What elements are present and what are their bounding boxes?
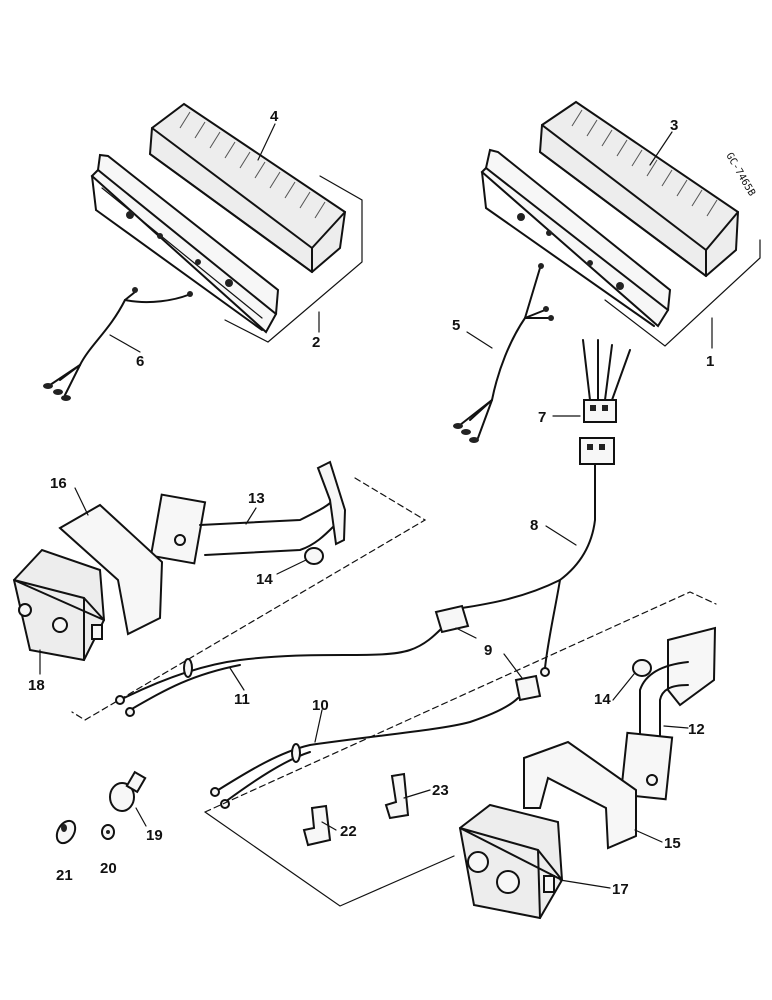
rear-lamp-17 <box>458 803 564 920</box>
callout-12: 12 <box>688 721 705 738</box>
bracket-assembly-right <box>204 591 717 920</box>
clip-22 <box>302 804 332 847</box>
bulb-19 <box>109 770 147 812</box>
callout-7: 7 <box>538 409 546 426</box>
callout-4: 4 <box>270 108 279 125</box>
wire-harness-8 <box>461 463 596 677</box>
lamp-lens-right <box>538 100 740 278</box>
callout-21: 21 <box>56 867 73 884</box>
callout-23: 23 <box>432 782 449 799</box>
callout-8: 8 <box>530 517 538 534</box>
lamp-housing-right <box>480 148 672 328</box>
lamp-cover-15 <box>523 740 637 850</box>
lamp-cover-16 <box>58 503 164 636</box>
mounting-bracket-12 <box>619 626 717 801</box>
bulb-21 <box>55 819 77 845</box>
callout-2: 2 <box>312 334 320 351</box>
wire-harness-10 <box>210 697 519 809</box>
callout-9: 9 <box>484 642 492 659</box>
callout-14-left: 14 <box>256 571 273 588</box>
lamp-housing-left <box>90 153 280 334</box>
clip-23 <box>384 772 410 820</box>
wire-harness-6 <box>43 287 193 401</box>
connector-9a <box>434 604 470 634</box>
lamp-lens-left <box>148 102 347 274</box>
callout-14-right: 14 <box>594 691 611 708</box>
callout-15: 15 <box>664 835 681 852</box>
callout-22: 22 <box>340 823 357 840</box>
nut-14-right <box>632 659 652 677</box>
callout-17: 17 <box>612 881 629 898</box>
callout-11: 11 <box>234 691 250 708</box>
callout-10: 10 <box>312 697 329 714</box>
callout-18: 18 <box>28 677 45 694</box>
bracket-assembly-left <box>12 460 427 721</box>
connector-9b <box>514 674 542 702</box>
lamp-assembly-left <box>43 102 363 401</box>
mounting-bracket-13 <box>149 460 347 565</box>
nut-14-left <box>304 547 324 565</box>
connector-7 <box>579 339 631 465</box>
callout-1: 1 <box>706 353 714 370</box>
wire-harness-5 <box>453 263 554 443</box>
wire-harness-11 <box>115 627 443 717</box>
callout-16: 16 <box>50 475 67 492</box>
callout-19: 19 <box>146 827 163 844</box>
callout-labels: 1 2 3 4 5 6 7 8 9 10 11 12 13 14 14 15 1… <box>28 108 714 898</box>
callout-13: 13 <box>248 490 265 507</box>
leader-lines <box>39 123 713 889</box>
drawing-code: GC-7465B <box>723 151 757 198</box>
callout-6: 6 <box>136 353 144 370</box>
callout-5: 5 <box>452 317 460 334</box>
bulb-20 <box>101 824 115 840</box>
rear-lamp-18 <box>12 548 106 662</box>
lamp-assembly-right <box>453 100 761 443</box>
callout-3: 3 <box>670 117 678 134</box>
callout-20: 20 <box>100 860 117 877</box>
